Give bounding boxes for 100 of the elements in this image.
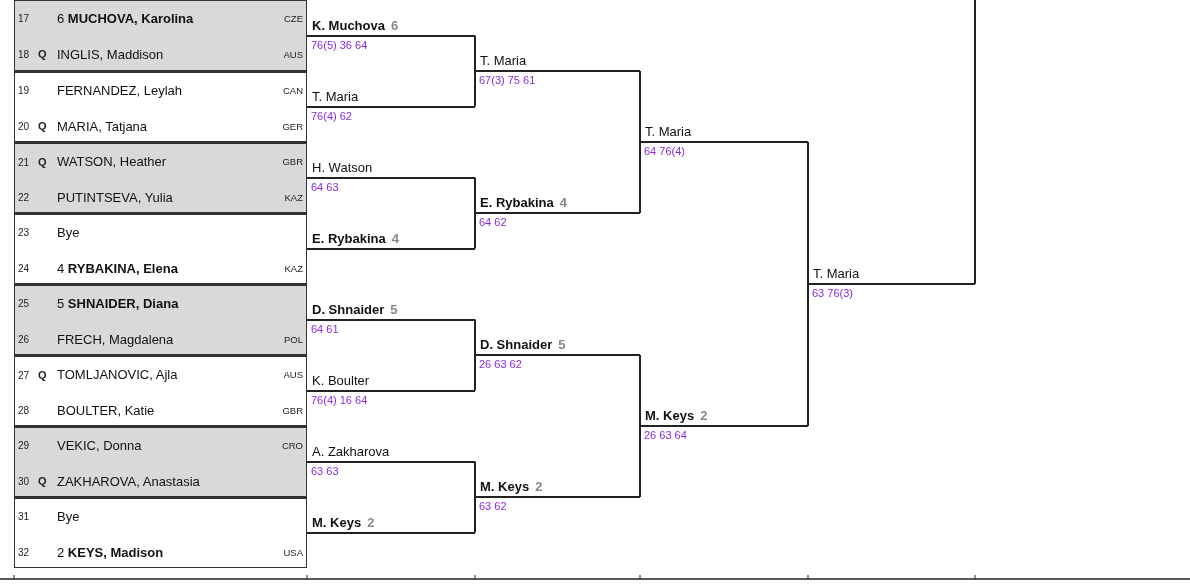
draw-pair-box — [14, 0, 307, 71]
player-name: D. Shnaider — [312, 301, 385, 317]
entry-number: 31 — [18, 511, 30, 523]
entry-number: 20 Q — [18, 120, 47, 133]
entry-number: 19 — [18, 85, 30, 97]
player-name: Bye — [57, 509, 80, 525]
draw-pair-box — [14, 426, 307, 497]
draw-pair-box — [14, 497, 307, 568]
player-name: H. Watson — [312, 159, 373, 175]
player-name: T. Maria — [312, 88, 359, 104]
score-text: 64 61 — [311, 322, 339, 335]
country-code: GBR — [282, 404, 303, 416]
entry-number: 29 — [18, 440, 30, 452]
country-code: KAZ — [284, 191, 303, 203]
score-text: 26 63 64 — [644, 429, 687, 441]
bracket-connector — [474, 354, 476, 392]
score-text: 76(4) 16 64 — [311, 393, 368, 406]
bracket-connector — [474, 34, 476, 72]
entry-number: 25 — [18, 298, 30, 310]
country-code: KAZ — [284, 262, 303, 274]
player-name: FRECH, Magdalena — [57, 331, 174, 347]
entry-number: 17 — [18, 13, 30, 25]
score-text: 26 63 62 — [479, 358, 522, 370]
entry-number: 32 — [18, 546, 30, 558]
score-text: 67(3) 75 61 — [479, 74, 536, 86]
country-code: CAN — [282, 85, 303, 97]
draw-pair-box — [14, 355, 307, 426]
country-code: AUS — [283, 369, 303, 381]
entry-number: 30 Q — [18, 475, 47, 488]
score-text: 63 63 — [311, 464, 339, 477]
seed-number: 4 — [559, 195, 567, 210]
score-text: 64 63 — [311, 180, 339, 193]
player-name: D. Shnaider — [480, 337, 553, 352]
bracket-connector — [639, 70, 641, 143]
entry-number: 23 — [18, 227, 30, 239]
player-name: FERNANDEZ, Leylah — [57, 83, 182, 99]
bracket-connector — [474, 70, 476, 108]
player-name: VEKIC, Donna — [57, 438, 142, 454]
draw-pair-box — [14, 142, 307, 213]
player-name: K. Muchova — [312, 17, 385, 33]
country-code: GER — [282, 120, 303, 132]
player-name: WATSON, Heather — [57, 154, 167, 170]
seed-number: 6 — [390, 17, 399, 33]
country-code: AUS — [283, 48, 303, 60]
draw-pair-box — [14, 284, 307, 355]
score-text: 76(5) 36 64 — [311, 38, 368, 51]
score-text: 64 62 — [479, 216, 507, 228]
player-name: E. Rybakina — [312, 230, 386, 246]
bracket-connector — [807, 141, 809, 285]
score-text: 63 62 — [479, 500, 507, 512]
player-name: Bye — [57, 225, 80, 241]
country-code: GBR — [282, 156, 303, 168]
bracket-connector — [474, 212, 476, 250]
bracket-connector — [474, 460, 476, 498]
bracket-connector — [474, 176, 476, 214]
player-name: M. Keys — [312, 514, 362, 530]
player-name: 6 MUCHOVA, Karolina — [57, 11, 194, 27]
player-name: 4 RYBAKINA, Elena — [57, 260, 178, 276]
country-code: POL — [284, 333, 303, 345]
player-name: TOMLJANOVIC, Ajla — [57, 367, 178, 383]
player-name: T. Maria — [813, 266, 860, 281]
score-text: 63 76(3) — [812, 287, 853, 299]
player-name: T. Maria — [645, 124, 692, 139]
bracket-connector — [807, 283, 809, 427]
country-code: CZE — [284, 13, 303, 25]
draw-pair-box — [14, 71, 307, 142]
score-text: 64 76(4) — [644, 145, 685, 157]
draw-pair-box — [14, 213, 307, 284]
player-name: 5 SHNAIDER, Diana — [57, 296, 179, 312]
player-name: M. Keys — [480, 479, 530, 494]
seed-number: 2 — [535, 479, 543, 494]
bracket-connector — [474, 496, 476, 534]
seed-number: 2 — [367, 514, 375, 530]
player-name: 2 KEYS, Madison — [57, 544, 164, 560]
entry-number: 18 Q — [18, 48, 47, 61]
seed-number: 5 — [390, 301, 398, 317]
bracket-connector — [639, 425, 641, 498]
seed-number: 4 — [391, 230, 399, 246]
player-name: K. Boulter — [312, 372, 370, 388]
seed-number: 5 — [558, 337, 566, 352]
player-name: PUTINTSEVA, Yulia — [57, 189, 173, 205]
score-text: 76(4) 62 — [311, 109, 352, 122]
bracket-connector — [639, 354, 641, 427]
player-name: E. Rybakina — [480, 195, 554, 210]
player-name: MARIA, Tatjana — [57, 118, 148, 134]
entry-number: 28 — [18, 404, 30, 416]
player-name: ZAKHAROVA, Anastasia — [57, 473, 200, 489]
seed-number: 2 — [700, 408, 708, 423]
entry-number: 24 — [18, 262, 30, 274]
player-name: T. Maria — [480, 53, 527, 68]
player-name: INGLIS, Maddison — [57, 46, 164, 62]
entry-number: 21 Q — [18, 155, 47, 168]
country-code: CRO — [281, 440, 303, 452]
bracket-connector — [639, 141, 641, 214]
entry-number: 27 Q — [18, 368, 47, 381]
country-code: USA — [283, 546, 303, 558]
bracket-connector — [974, 0, 976, 285]
player-name: BOULTER, Katie — [57, 402, 155, 418]
entry-number: 26 — [18, 333, 30, 345]
entry-number: 22 — [18, 191, 30, 203]
